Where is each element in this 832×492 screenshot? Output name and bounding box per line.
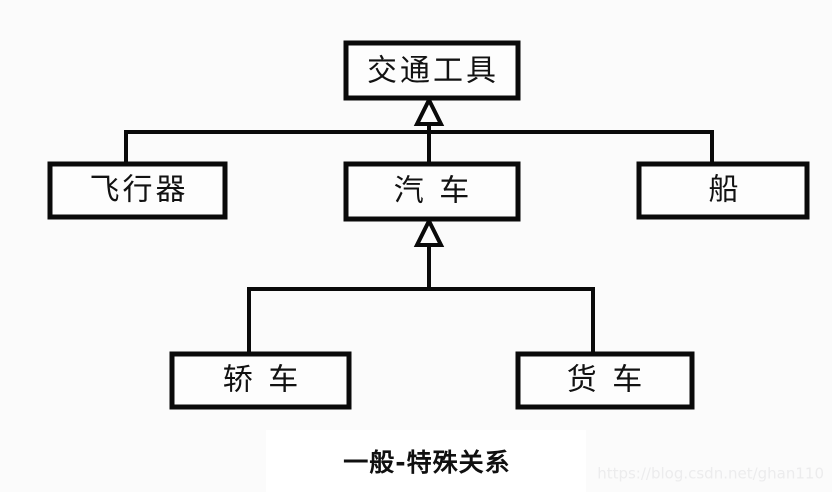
node-truck-box[interactable]: [515, 351, 695, 410]
connector-layer: [124, 124, 714, 356]
node-aircraft-label: 飞行器: [90, 173, 189, 208]
generalization-arrow-root: [413, 95, 445, 126]
node-ship-box[interactable]: [636, 161, 810, 220]
node-sedan[interactable]: 轿 车: [169, 351, 352, 410]
node-root-vehicle-label: 交通工具: [367, 54, 499, 89]
watermark-text: https://blog.csdn.net/ghan110: [597, 465, 824, 483]
node-automobile-box[interactable]: [343, 161, 521, 222]
generalization-arrow-automobile: [413, 216, 445, 247]
node-truck-label: 货 车: [567, 363, 646, 398]
node-sedan-box[interactable]: [169, 351, 352, 410]
node-aircraft[interactable]: 飞行器: [47, 161, 228, 220]
diagram-caption: 一般-特殊关系: [266, 430, 586, 492]
node-ship[interactable]: 船: [636, 161, 810, 220]
caption-label: 一般-特殊关系: [343, 448, 510, 477]
node-sedan-label: 轿 车: [223, 363, 302, 398]
node-aircraft-box[interactable]: [47, 161, 228, 220]
node-ship-label: 船: [709, 173, 742, 208]
node-automobile[interactable]: 汽 车: [343, 161, 521, 222]
node-root-vehicle-box[interactable]: [343, 40, 521, 101]
node-root-vehicle[interactable]: 交通工具: [343, 40, 521, 101]
arrowhead-layer: [413, 95, 445, 247]
node-automobile-label: 汽 车: [394, 174, 473, 209]
caption-backdrop: [266, 430, 586, 492]
node-truck[interactable]: 货 车: [515, 351, 695, 410]
